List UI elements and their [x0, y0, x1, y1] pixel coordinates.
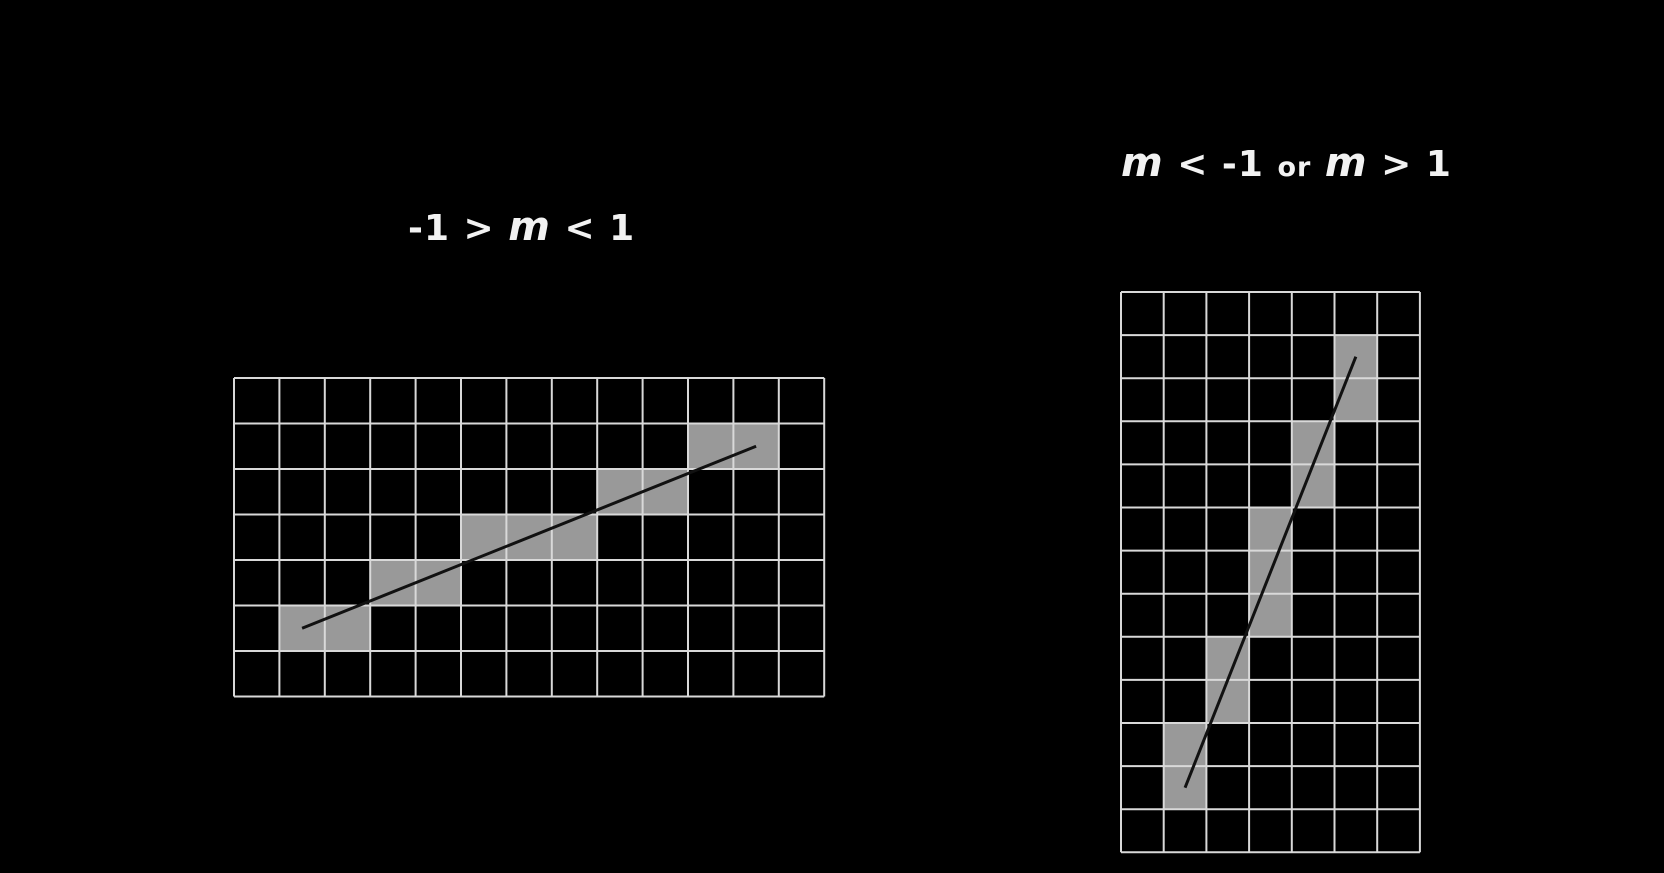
- right-ideal-line: [1183, 356, 1358, 789]
- left-filled-cell: [279, 605, 325, 651]
- left-filled-cell: [324, 605, 371, 651]
- left-filled-cell: [551, 514, 598, 560]
- right-title-mid1: < -1: [1177, 144, 1264, 185]
- right-title-var2: m: [1324, 140, 1368, 186]
- right-filled-cell: [1249, 507, 1292, 551]
- left-panel-title: -1 > m < 1: [408, 207, 635, 247]
- left-filled-cell: [461, 514, 507, 560]
- right-panel-title: m < -1 or m > 1: [1121, 143, 1452, 183]
- right-filled-cell: [1334, 378, 1378, 422]
- left-title-rhs: < 1: [564, 208, 636, 249]
- right-title-or: or: [1277, 152, 1312, 183]
- left-filled-cell: [688, 423, 734, 469]
- right-filled-cell: [1163, 723, 1207, 767]
- right-title-rhs: > 1: [1381, 144, 1452, 185]
- left-title-lhs: -1 >: [408, 208, 495, 249]
- right-pixel-grid: [1120, 291, 1421, 854]
- right-filled-cell: [1249, 593, 1292, 637]
- right-title-var1: m: [1121, 140, 1164, 186]
- left-title-var: m: [508, 204, 551, 250]
- left-filled-cell: [733, 423, 779, 469]
- left-pixel-grid: [233, 377, 826, 698]
- left-ideal-line: [301, 444, 757, 630]
